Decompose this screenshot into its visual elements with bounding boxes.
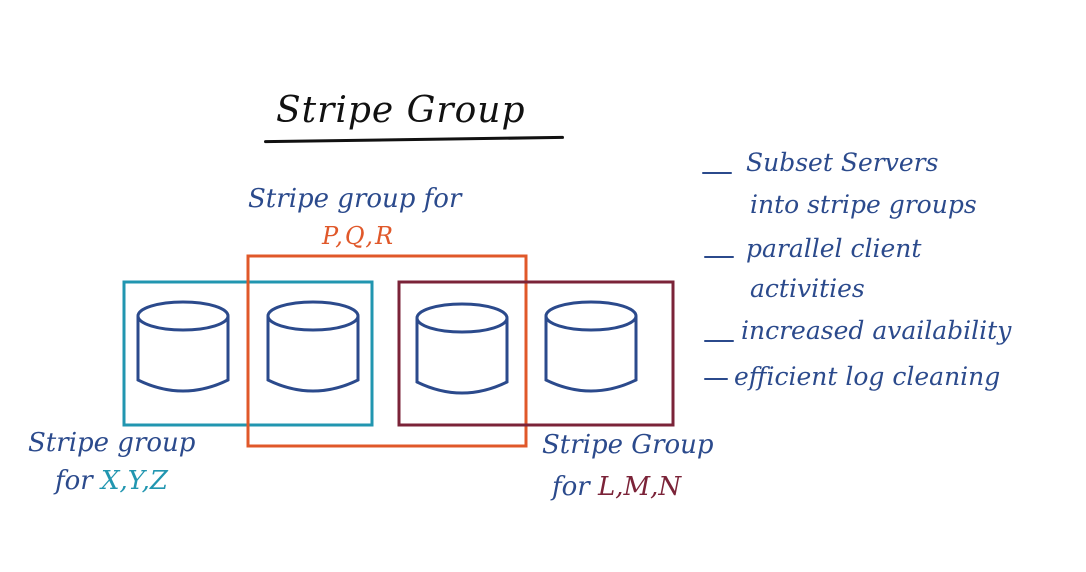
bullet-text: efficient log cleaning: [734, 362, 1001, 391]
lmn-for: for: [552, 472, 590, 502]
bullet-text: increased availability: [741, 316, 1012, 345]
bullet-text: parallel client: [746, 234, 922, 263]
bullet-text: into stripe groups: [750, 190, 977, 219]
lmn-letters: L,M,N: [597, 472, 682, 502]
server-disk-icon: [544, 300, 638, 393]
bullet-dash: [704, 378, 728, 380]
stripe-group-lmn-box: [397, 280, 675, 427]
bullet-text: Subset Servers: [746, 148, 939, 177]
bullet-dash: [704, 256, 734, 258]
xyz-for: for: [55, 466, 93, 496]
pqr-letters: P,Q,R: [322, 222, 396, 250]
xyz-label-line2: for X,Y,Z: [55, 468, 168, 494]
lmn-label: Stripe Group: [542, 430, 714, 460]
xyz-letters: X,Y,Z: [100, 466, 168, 496]
bullet-text: activities: [750, 274, 865, 303]
bullet-dash: [702, 172, 732, 174]
server-disk-icon: [415, 302, 509, 395]
lmn-label-line2: for L,M,N: [552, 474, 681, 500]
bullet-dash: [704, 340, 734, 342]
page-title: Stripe Group: [276, 90, 526, 131]
server-disk-icon: [266, 300, 360, 393]
server-disk-icon: [136, 300, 230, 393]
xyz-label: Stripe group: [28, 428, 196, 458]
pqr-label: Stripe group for: [248, 184, 462, 214]
stripe-group-pqr-box: [246, 254, 528, 448]
